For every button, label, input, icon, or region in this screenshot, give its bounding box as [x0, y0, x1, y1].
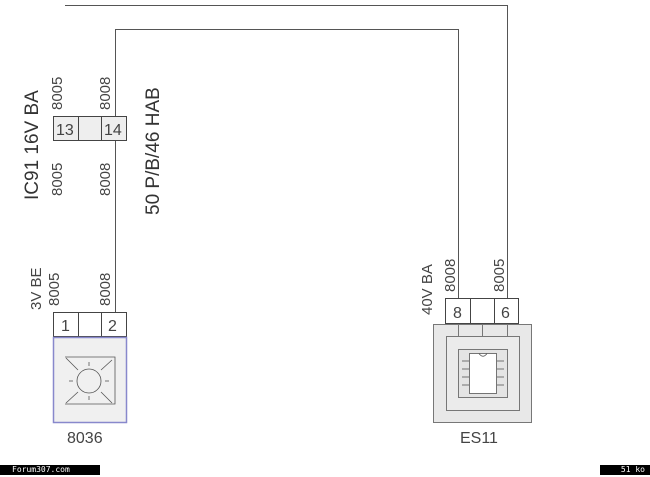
ic91-pin-14: 14: [104, 122, 122, 139]
c8036-wire-left: 8005: [46, 273, 63, 306]
es11-wire-right: 8005: [491, 259, 508, 292]
ic91-wire-bottom-right: 8008: [97, 163, 114, 196]
harness-label: 50 P/B/46 HAB: [143, 87, 164, 215]
site-watermark: Forum307.com: [0, 465, 100, 475]
ic91-label: IC91 16V BA: [22, 90, 43, 200]
c8036-connector-label: 3V BE: [28, 267, 45, 310]
c8036-pin-1: 1: [61, 318, 70, 335]
ic91-connector[interactable]: 13 14: [53, 116, 127, 141]
ic91-wire-top-right: 8008: [97, 77, 114, 110]
ic91-pin-13: 13: [56, 122, 74, 139]
es11-body[interactable]: [433, 324, 532, 423]
c8036-connector[interactable]: 1 2: [53, 312, 127, 337]
es11-pin-8: 8: [453, 305, 462, 322]
c8036-id: 8036: [67, 430, 103, 447]
wire-8005: [65, 5, 508, 298]
file-size-label: 51 ko: [600, 465, 650, 475]
c8036-wire-right: 8008: [97, 273, 114, 306]
sun-light-icon: [65, 356, 116, 405]
wire-8008: [115, 29, 459, 312]
es11-connector-label: 40V BA: [419, 264, 436, 315]
es11-connector[interactable]: 8 6: [445, 298, 519, 324]
c8036-pin-2: 2: [108, 318, 117, 335]
es11-id: ES11: [460, 430, 498, 447]
es11-pin-6: 6: [501, 305, 510, 322]
ic91-wire-bottom-left: 8005: [49, 163, 66, 196]
ic91-wire-top-left: 8005: [49, 77, 66, 110]
es11-wire-left: 8008: [442, 259, 459, 292]
c8036-body[interactable]: [52, 336, 128, 424]
ic-chip-icon: [462, 353, 504, 394]
